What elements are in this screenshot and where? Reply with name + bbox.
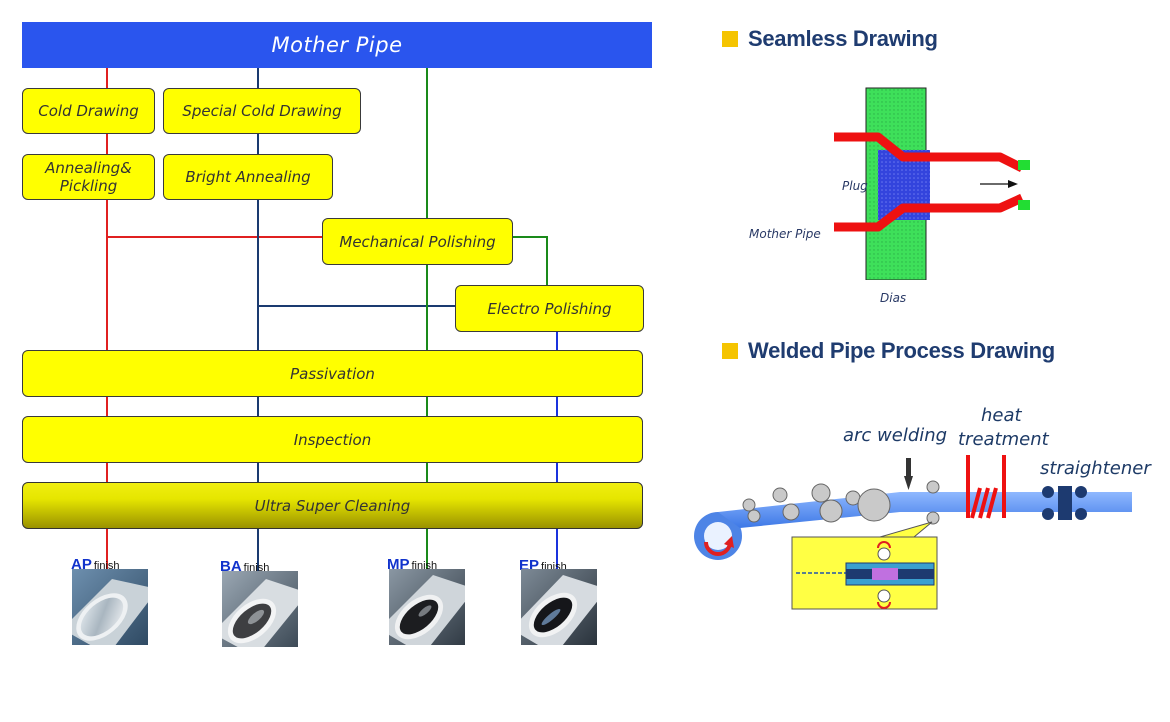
treatment-label: treatment <box>958 429 1049 450</box>
forming-roll-6 <box>819 499 843 523</box>
straightener-roll-3 <box>1042 508 1054 520</box>
callout-roll-bottom-arrow <box>877 601 891 609</box>
straightener-roll-1 <box>1042 486 1054 498</box>
seamless-heading: Seamless Drawing <box>748 26 938 51</box>
welding-torch <box>906 458 911 476</box>
plug-label: Plug <box>842 179 868 193</box>
coil-rotation-arrow <box>704 541 732 556</box>
straightener-block <box>1058 486 1072 520</box>
ultra-super-cleaning-box: Ultra Super Cleaning <box>22 482 643 529</box>
mother-pipe-label: Mother Pipe <box>271 33 403 57</box>
annealing-pickling-box: Annealing& Pickling <box>22 154 155 200</box>
electro-polishing-label: Electro Polishing <box>487 299 612 318</box>
bright-annealing-label: Bright Annealing <box>185 168 311 186</box>
pipe-photo-ba <box>222 571 298 647</box>
heat-label: heat <box>981 405 1022 426</box>
forming-roll-9 <box>926 480 940 494</box>
special-cold-drawing-label: Special Cold Drawing <box>182 102 342 120</box>
finish-code-mp: MP <box>387 556 410 573</box>
pipe-photo-ep <box>521 569 597 645</box>
seamless-heading-bullet <box>722 31 738 47</box>
welded-heading-bullet <box>722 343 738 359</box>
forming-roll-10 <box>926 511 940 525</box>
route-green-branch <box>512 236 548 285</box>
mechanical-polishing-label: Mechanical Polishing <box>339 232 496 251</box>
forming-roll-3 <box>772 487 788 503</box>
pipe-wall-lower <box>834 193 1024 232</box>
passivation-label: Passivation <box>290 364 375 383</box>
seamless-mother-pipe-label: Mother Pipe <box>749 227 821 241</box>
welding-torch-tip <box>904 476 913 490</box>
forming-roll-2 <box>747 509 761 523</box>
bright-annealing-box: Bright Annealing <box>163 154 333 200</box>
forming-roll-1 <box>742 498 756 512</box>
straightener-roll-2 <box>1075 486 1087 498</box>
draw-direction-arrow-head <box>1008 180 1018 188</box>
forming-roll-8 <box>857 488 891 522</box>
inspection-box: Inspection <box>22 416 643 463</box>
annealing-label: Annealing& <box>45 159 132 177</box>
callout-roll-top <box>877 547 891 561</box>
pipe-photo-ap <box>72 569 148 645</box>
special-cold-drawing-box: Special Cold Drawing <box>163 88 361 134</box>
welded-process-figure <box>694 455 1132 610</box>
arc-welding-label: arc welding <box>843 425 948 446</box>
cold-drawing-box: Cold Drawing <box>22 88 155 134</box>
electro-polishing-box: Electro Polishing <box>455 285 644 332</box>
finish-code-ba: BA <box>220 558 242 575</box>
mother-pipe-bar: Mother Pipe <box>22 22 652 68</box>
callout-weld-zone <box>872 568 898 580</box>
coil-rotation-arrow-head <box>724 536 734 548</box>
seamless-drawing-figure <box>834 87 1030 280</box>
cold-drawing-label: Cold Drawing <box>38 102 139 120</box>
ultra-super-cleaning-label: Ultra Super Cleaning <box>254 496 411 515</box>
pipe-photo-mp <box>389 569 465 645</box>
forming-roll-4 <box>782 503 800 521</box>
passivation-box: Passivation <box>22 350 643 397</box>
inspection-label: Inspection <box>293 430 372 449</box>
dias-label: Dias <box>880 291 907 305</box>
callout-pointer <box>879 521 933 538</box>
callout-roll-top-arrow <box>877 541 891 549</box>
mechanical-polishing-box: Mechanical Polishing <box>322 218 513 265</box>
pipe-tip-lower <box>1018 200 1030 210</box>
straightener-roll-4 <box>1075 508 1087 520</box>
forming-roll-5 <box>811 483 831 503</box>
induction-coil <box>970 487 998 519</box>
pipe-tip-upper <box>1018 160 1030 170</box>
welded-heading: Welded Pipe Process Drawing <box>748 338 1055 363</box>
finish-code-ap: AP <box>71 556 92 573</box>
straightener-label: straightener <box>1040 458 1151 479</box>
pipe-wall-upper <box>834 132 1025 173</box>
callout-roll-bottom <box>877 589 891 603</box>
pickling-label: Pickling <box>59 177 118 195</box>
